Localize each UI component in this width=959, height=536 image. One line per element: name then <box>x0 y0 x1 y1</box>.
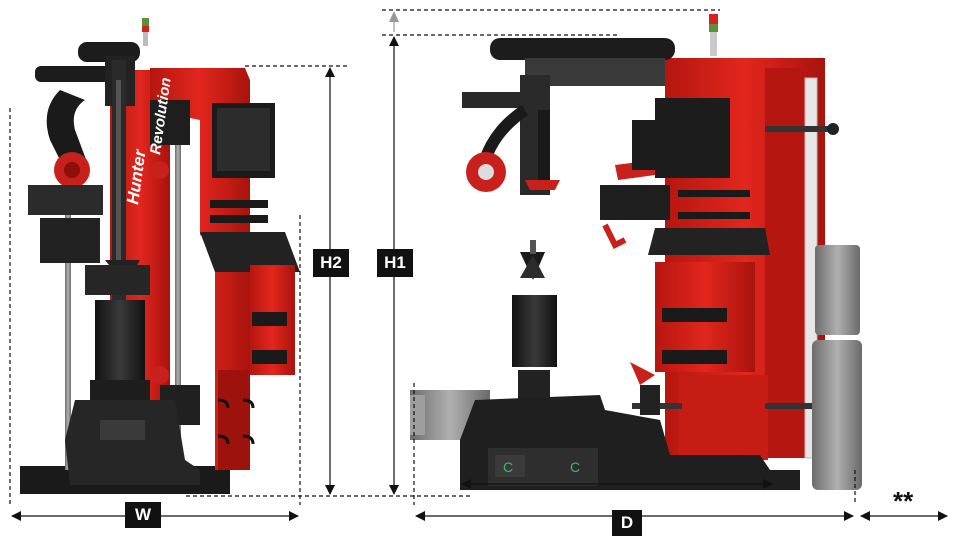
side-monitor <box>655 98 730 178</box>
height1-label: H1 <box>377 249 413 277</box>
svg-text:C: C <box>503 459 513 475</box>
side-view-machine: C C <box>410 14 862 490</box>
width-label: W <box>125 502 161 528</box>
height2-label: H2 <box>313 249 349 277</box>
front-wheel-clamp <box>95 300 145 380</box>
depth-label: D <box>612 510 642 536</box>
front-tool-tray <box>200 232 300 272</box>
extra-dimension-label: ** <box>893 486 914 516</box>
front-view-machine: Hunter Revolution <box>20 18 300 494</box>
side-top-arm <box>490 38 675 60</box>
side-tool-tray <box>648 228 770 255</box>
front-base-body <box>65 400 200 485</box>
svg-text:C: C <box>570 459 580 475</box>
side-grey-tank <box>815 245 860 335</box>
